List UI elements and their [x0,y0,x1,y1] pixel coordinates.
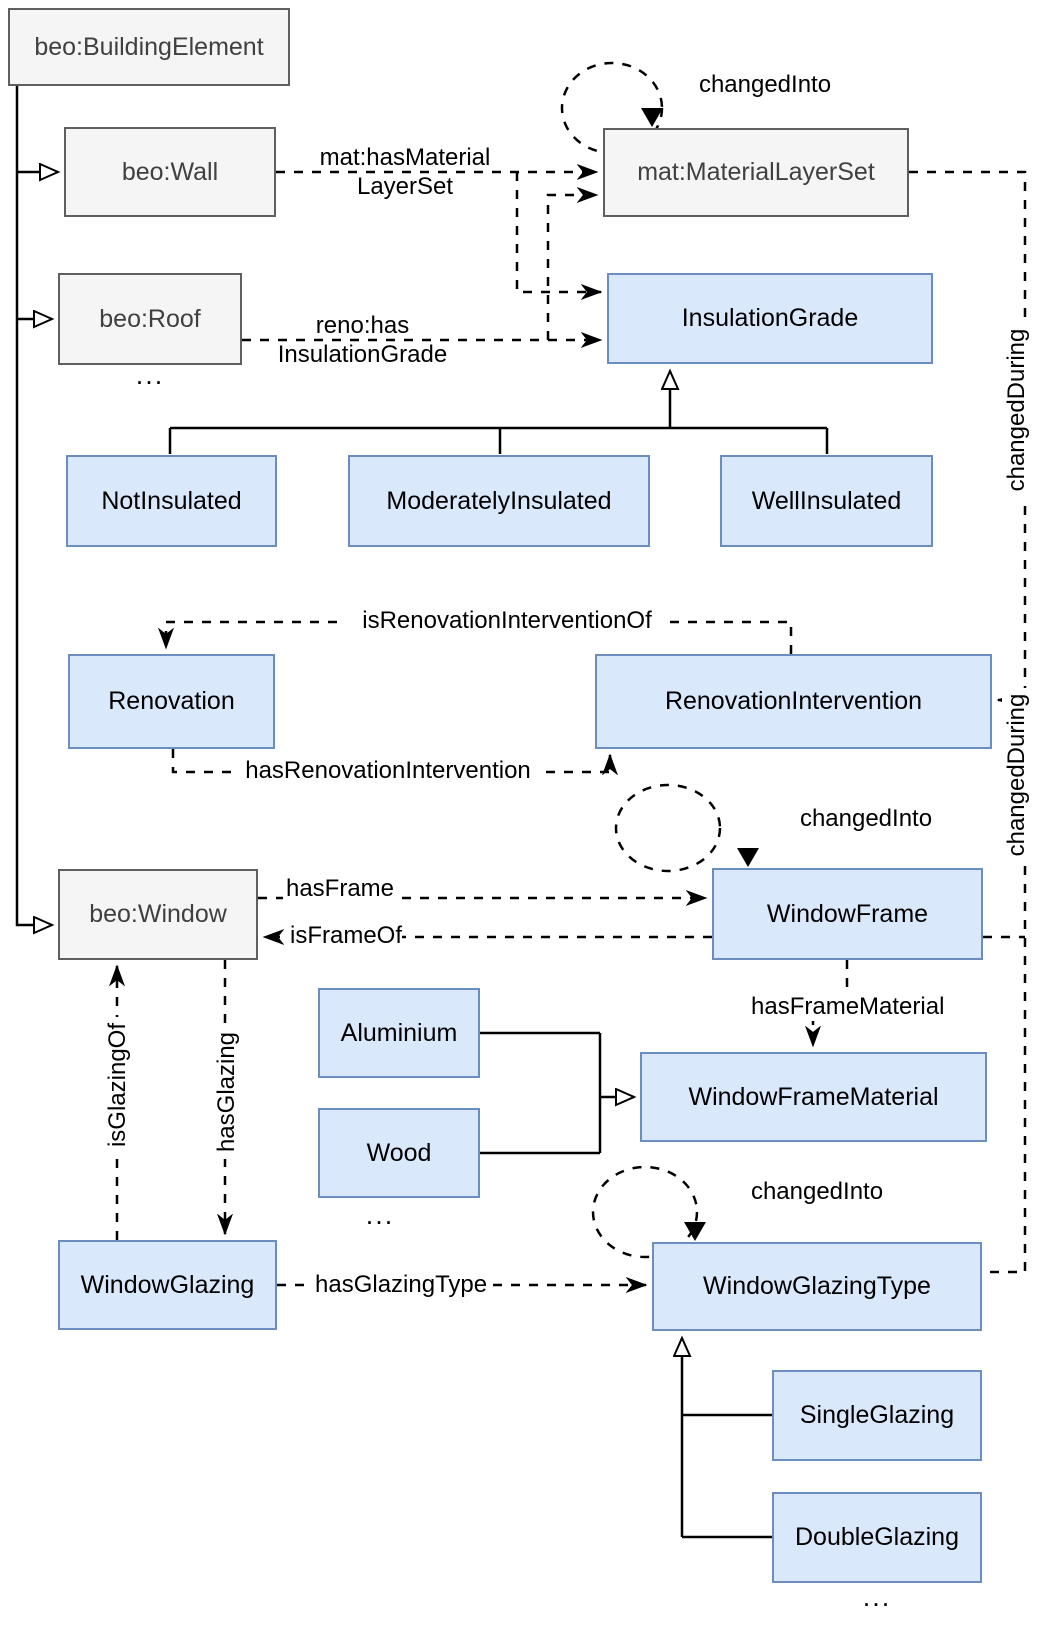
edge-label-changed-into-material: changedInto [698,71,832,98]
node-aluminium: Aluminium [318,988,480,1078]
edge-label-changed-during-top: changedDuring [1002,323,1030,497]
node-window-frame-material: WindowFrameMaterial [640,1052,987,1142]
edge-label-has-glazing-type: hasGlazingType [313,1270,488,1299]
node-beo-building-element: beo:BuildingElement [8,8,290,86]
node-well-insulated: WellInsulated [720,455,933,547]
node-mat-material-layer-set: mat:MaterialLayerSet [603,128,909,217]
edge-label-has-frame: hasFrame [283,874,397,903]
edge-label-has-renovation-intervention: hasRenovationIntervention [238,756,538,785]
edge-label-is-frame-of: isFrameOf [288,921,403,950]
edge-label-has-material-layer-set: mat:hasMaterial LayerSet [319,144,491,200]
node-double-glazing: DoubleGlazing [772,1492,982,1583]
edge-label-changed-into-frame: changedInto [799,805,933,832]
node-moderately-insulated: ModeratelyInsulated [348,455,650,547]
edge-label-changed-during-bottom: changedDuring [1002,688,1030,862]
node-insulation-grade: InsulationGrade [607,273,933,364]
edge-label-has-frame-material: hasFrameMaterial [749,992,945,1021]
node-window-glazing: WindowGlazing [58,1240,277,1330]
ellipsis-roof: ... [135,360,165,390]
node-window-glazing-type: WindowGlazingType [652,1242,982,1331]
node-beo-roof: beo:Roof [58,273,242,365]
node-renovation: Renovation [68,654,275,749]
node-renovation-intervention: RenovationIntervention [595,654,992,749]
edge-label-is-glazing-of: isGlazingOf [103,1017,131,1153]
edge-label-is-renovation-intervention-of: isRenovationInterventionOf [345,606,669,635]
node-not-insulated: NotInsulated [66,455,277,547]
self-loop-arrow-glazing [684,1222,706,1241]
ellipsis-double-glazing: ... [862,1582,892,1612]
ellipsis-wood: ... [365,1200,395,1230]
edge-label-changed-into-glazing: changedInto [750,1178,884,1205]
self-loop-arrow-frame [737,848,759,867]
node-beo-wall: beo:Wall [64,127,276,217]
self-loop-arrow-material [641,108,663,127]
node-beo-window: beo:Window [58,869,258,960]
node-window-frame: WindowFrame [712,868,983,960]
edge-label-has-insulation-grade: reno:has InsulationGrade [277,312,448,368]
node-wood: Wood [318,1108,480,1198]
self-loop-edges [560,61,759,1259]
node-single-glazing: SingleGlazing [772,1370,982,1461]
subclass-edges [15,86,829,1539]
edge-label-has-glazing: hasGlazing [212,1025,240,1159]
